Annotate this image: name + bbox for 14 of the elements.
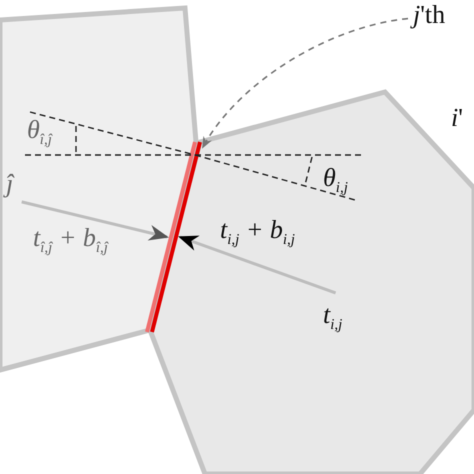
math-label: θ$_{î,ĵ}$ <box>26 114 54 150</box>
math-label: t$_{i,j}$ <box>318 297 348 338</box>
math-label: ĵ <box>1 166 18 202</box>
math-label: i' <box>450 102 464 134</box>
arrow <box>178 236 336 294</box>
cell-polygon <box>0 8 196 370</box>
highlighted-edge <box>144 142 203 332</box>
cell-polygon <box>150 92 474 474</box>
math-label: θ$_{i,j}$ <box>322 162 349 198</box>
dashed-arrow <box>202 18 408 149</box>
edge-label: t$_{i,j}$ + b$_{i,j}$ <box>219 214 296 250</box>
math-label: j'th <box>408 0 450 33</box>
edge-label: t$_{î,ĵ}$ + b$_{î,ĵ}$ <box>32 222 110 258</box>
arrow <box>21 200 169 241</box>
